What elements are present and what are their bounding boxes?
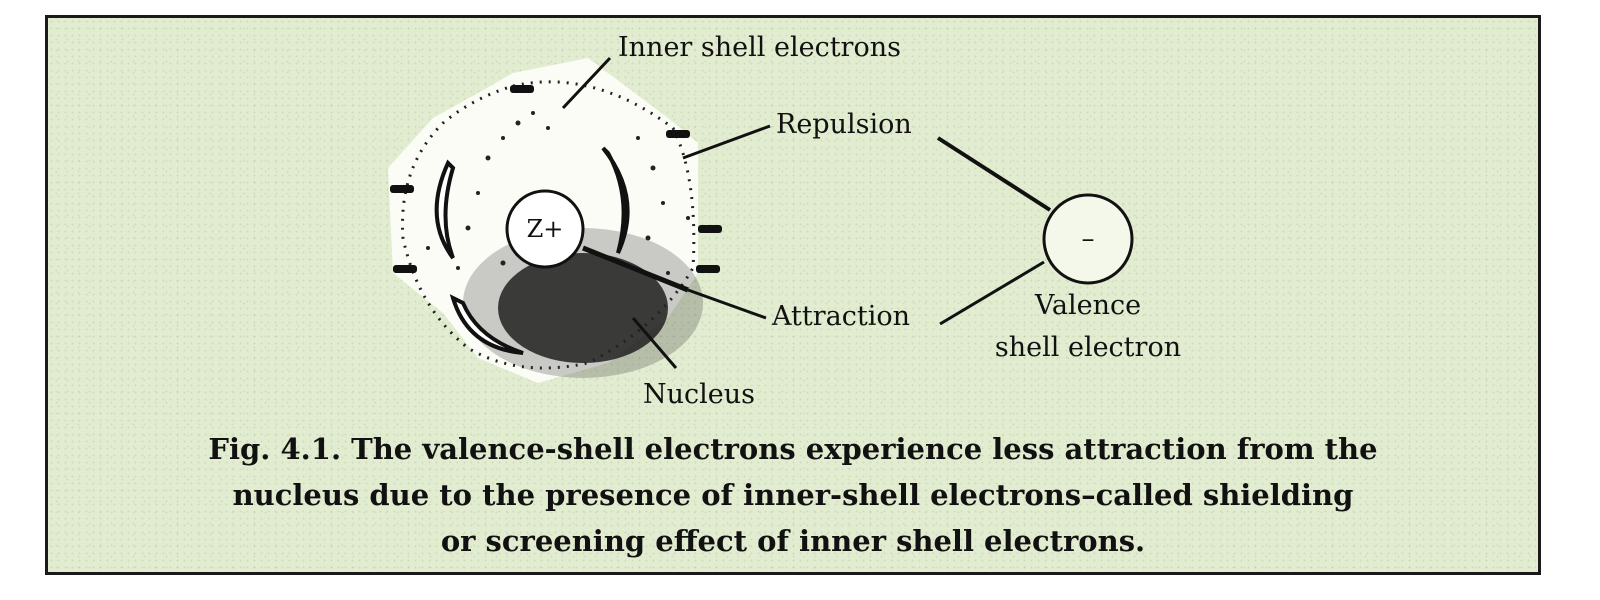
valence-electron-symbol: –	[1082, 224, 1095, 254]
inner-shell-leader	[561, 56, 612, 110]
nucleus-charge-label: Z+	[527, 215, 564, 243]
attraction-leader	[687, 288, 767, 320]
inner-shell-crescent-bottom	[449, 294, 524, 355]
nucleus-leader	[631, 317, 678, 369]
repulsion-label: Repulsion	[776, 109, 912, 140]
caption-line-1: Fig. 4.1. The valence-shell electrons ex…	[208, 432, 1378, 466]
valence-electron-circle	[1042, 193, 1134, 285]
attraction-to-valence-line	[939, 260, 1045, 326]
inner-shell-crescent-left	[434, 159, 456, 260]
shielding-diagram: Z+ – Inner shell electrons Repulsion Att…	[388, 32, 1181, 410]
figure-caption: Fig. 4.1. The valence-shell electrons ex…	[48, 426, 1538, 564]
scattered-electron-dots	[426, 111, 690, 275]
repulsion-to-valence-line	[936, 136, 1052, 212]
inner-shell-crescent-right	[601, 146, 630, 254]
dense-electron-cloud-edge	[463, 228, 703, 378]
figure-frame: Z+ – Inner shell electrons Repulsion Att…	[45, 15, 1541, 575]
valence-label-line2: shell electron	[995, 332, 1181, 363]
dense-electron-cloud	[498, 253, 668, 363]
repulsion-leader	[682, 124, 771, 160]
inner-shell-outline	[401, 80, 696, 370]
caption-line-2: nucleus due to the presence of inner-she…	[232, 478, 1354, 512]
attraction-label: Attraction	[771, 301, 910, 332]
valence-label-line1: Valence	[1034, 290, 1141, 321]
inner-shell-electrons-label: Inner shell electrons	[618, 32, 901, 63]
attraction-nucleus-line	[582, 245, 689, 293]
nucleus-circle	[505, 189, 585, 269]
nucleus-label: Nucleus	[643, 379, 755, 410]
inner-electron-marks	[390, 85, 722, 273]
caption-line-3: or screening effect of inner shell elect…	[440, 524, 1146, 558]
